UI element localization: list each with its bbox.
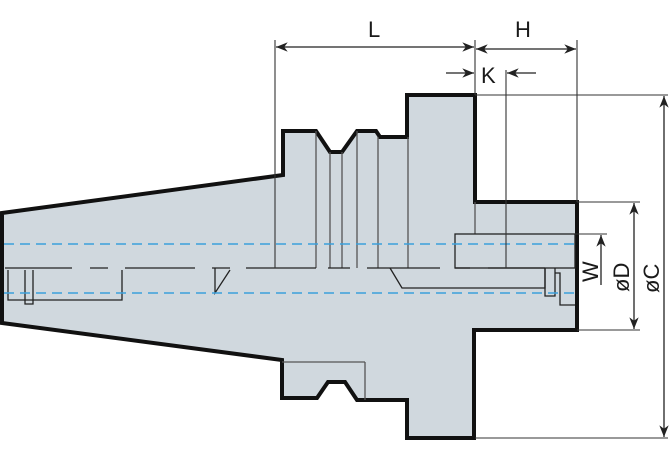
label-L: L (368, 17, 380, 42)
label-W: W (578, 261, 603, 282)
holder-body (0, 93, 579, 440)
label-D: øD (609, 263, 634, 292)
label-H: H (515, 17, 531, 42)
dimension-lines (276, 42, 669, 437)
extension-lines (274, 40, 668, 439)
internal-lines (282, 131, 476, 400)
label-C: øC (639, 264, 664, 293)
label-K: K (481, 63, 496, 88)
bore-lines (5, 233, 576, 306)
